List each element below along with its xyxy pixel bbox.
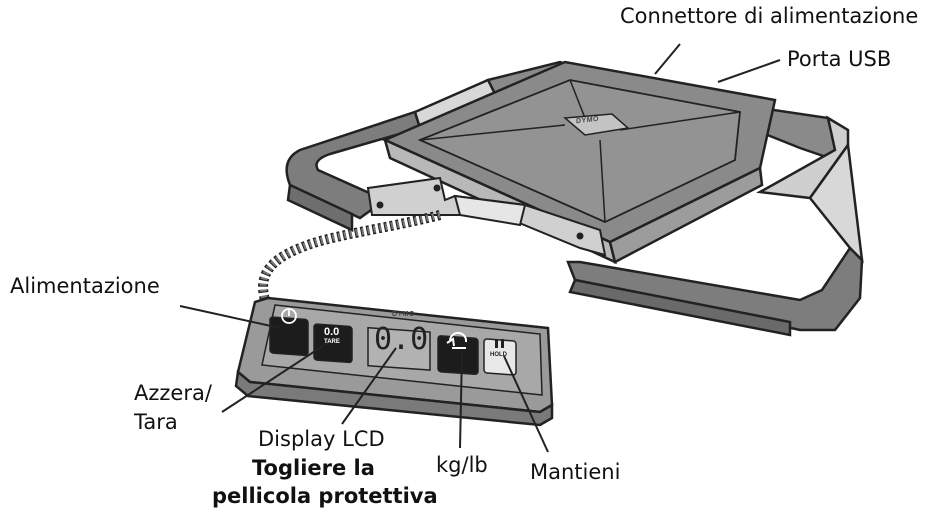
label-zero-tare-2: Tara [134,410,178,434]
lcd-value: 0.0 [374,322,429,357]
front-bracket [366,176,607,257]
leader-power-connector [654,43,681,75]
hold-button-caption: HOLD [490,352,507,358]
leader-tare [221,339,333,413]
units-button[interactable] [437,331,479,375]
label-power: Alimentazione [10,274,160,298]
leader-hold [503,355,549,453]
label-units: kg/lb [436,453,488,477]
label-power-connector: Connettore di alimentazione [620,4,919,28]
right-handle [566,115,864,337]
label-film-2: pellicola protettiva [212,484,438,508]
leader-power [179,305,281,329]
label-usb-port: Porta USB [787,47,892,71]
tare-button[interactable] [313,323,353,364]
label-film-1: Togliere la [252,456,375,480]
tare-button-caption: TARE [324,339,340,345]
tare-button-value: 0.0 [324,326,340,338]
lcd-display [367,326,431,371]
label-lcd-display: Display LCD [258,427,385,451]
leader-lines [179,43,781,453]
label-zero-tare-1: Azzera/ [134,381,212,405]
power-button[interactable] [269,308,309,357]
leader-lcd [341,347,397,425]
label-hold: Mantieni [530,460,621,484]
left-handle [285,78,502,232]
leader-usb-port [717,59,781,83]
leader-units [459,351,463,449]
panel-brand: DYMO [392,311,415,318]
